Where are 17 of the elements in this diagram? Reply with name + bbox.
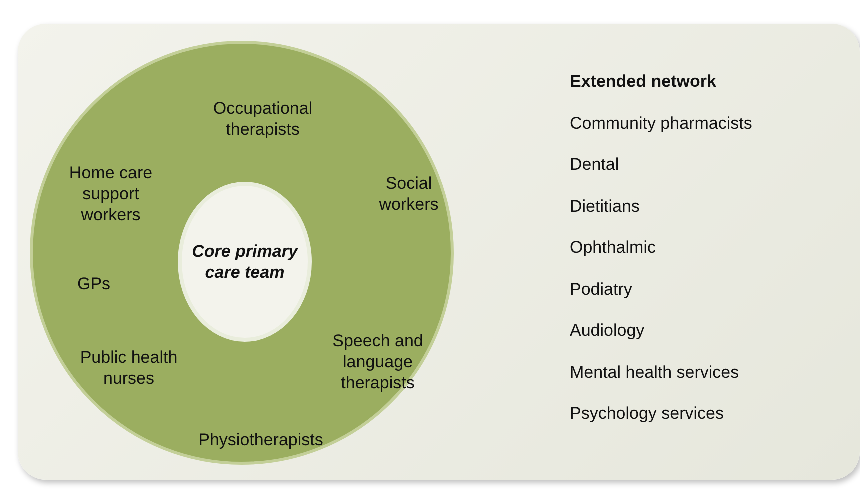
profession-label: Social workers — [378, 173, 440, 215]
list-item: Psychology services — [570, 404, 724, 424]
profession-label: GPs — [76, 274, 112, 294]
profession-label: Home care support workers — [68, 162, 154, 226]
list-item: Dietitians — [570, 196, 640, 216]
section-heading: Extended network — [570, 72, 716, 92]
list-item: Podiatry — [570, 280, 632, 300]
panel-background — [18, 24, 860, 480]
list-item: Mental health services — [570, 362, 740, 382]
list-item: Ophthalmic — [570, 238, 656, 258]
profession-label: Occupational therapists — [212, 98, 314, 140]
core-label: Core primary care team — [191, 241, 300, 283]
list-item: Dental — [570, 155, 620, 175]
list-item: Community pharmacists — [570, 114, 752, 134]
list-item: Audiology — [570, 321, 645, 341]
profession-label: Public health nurses — [79, 347, 179, 389]
profession-label: Physiotherapists — [198, 430, 324, 450]
